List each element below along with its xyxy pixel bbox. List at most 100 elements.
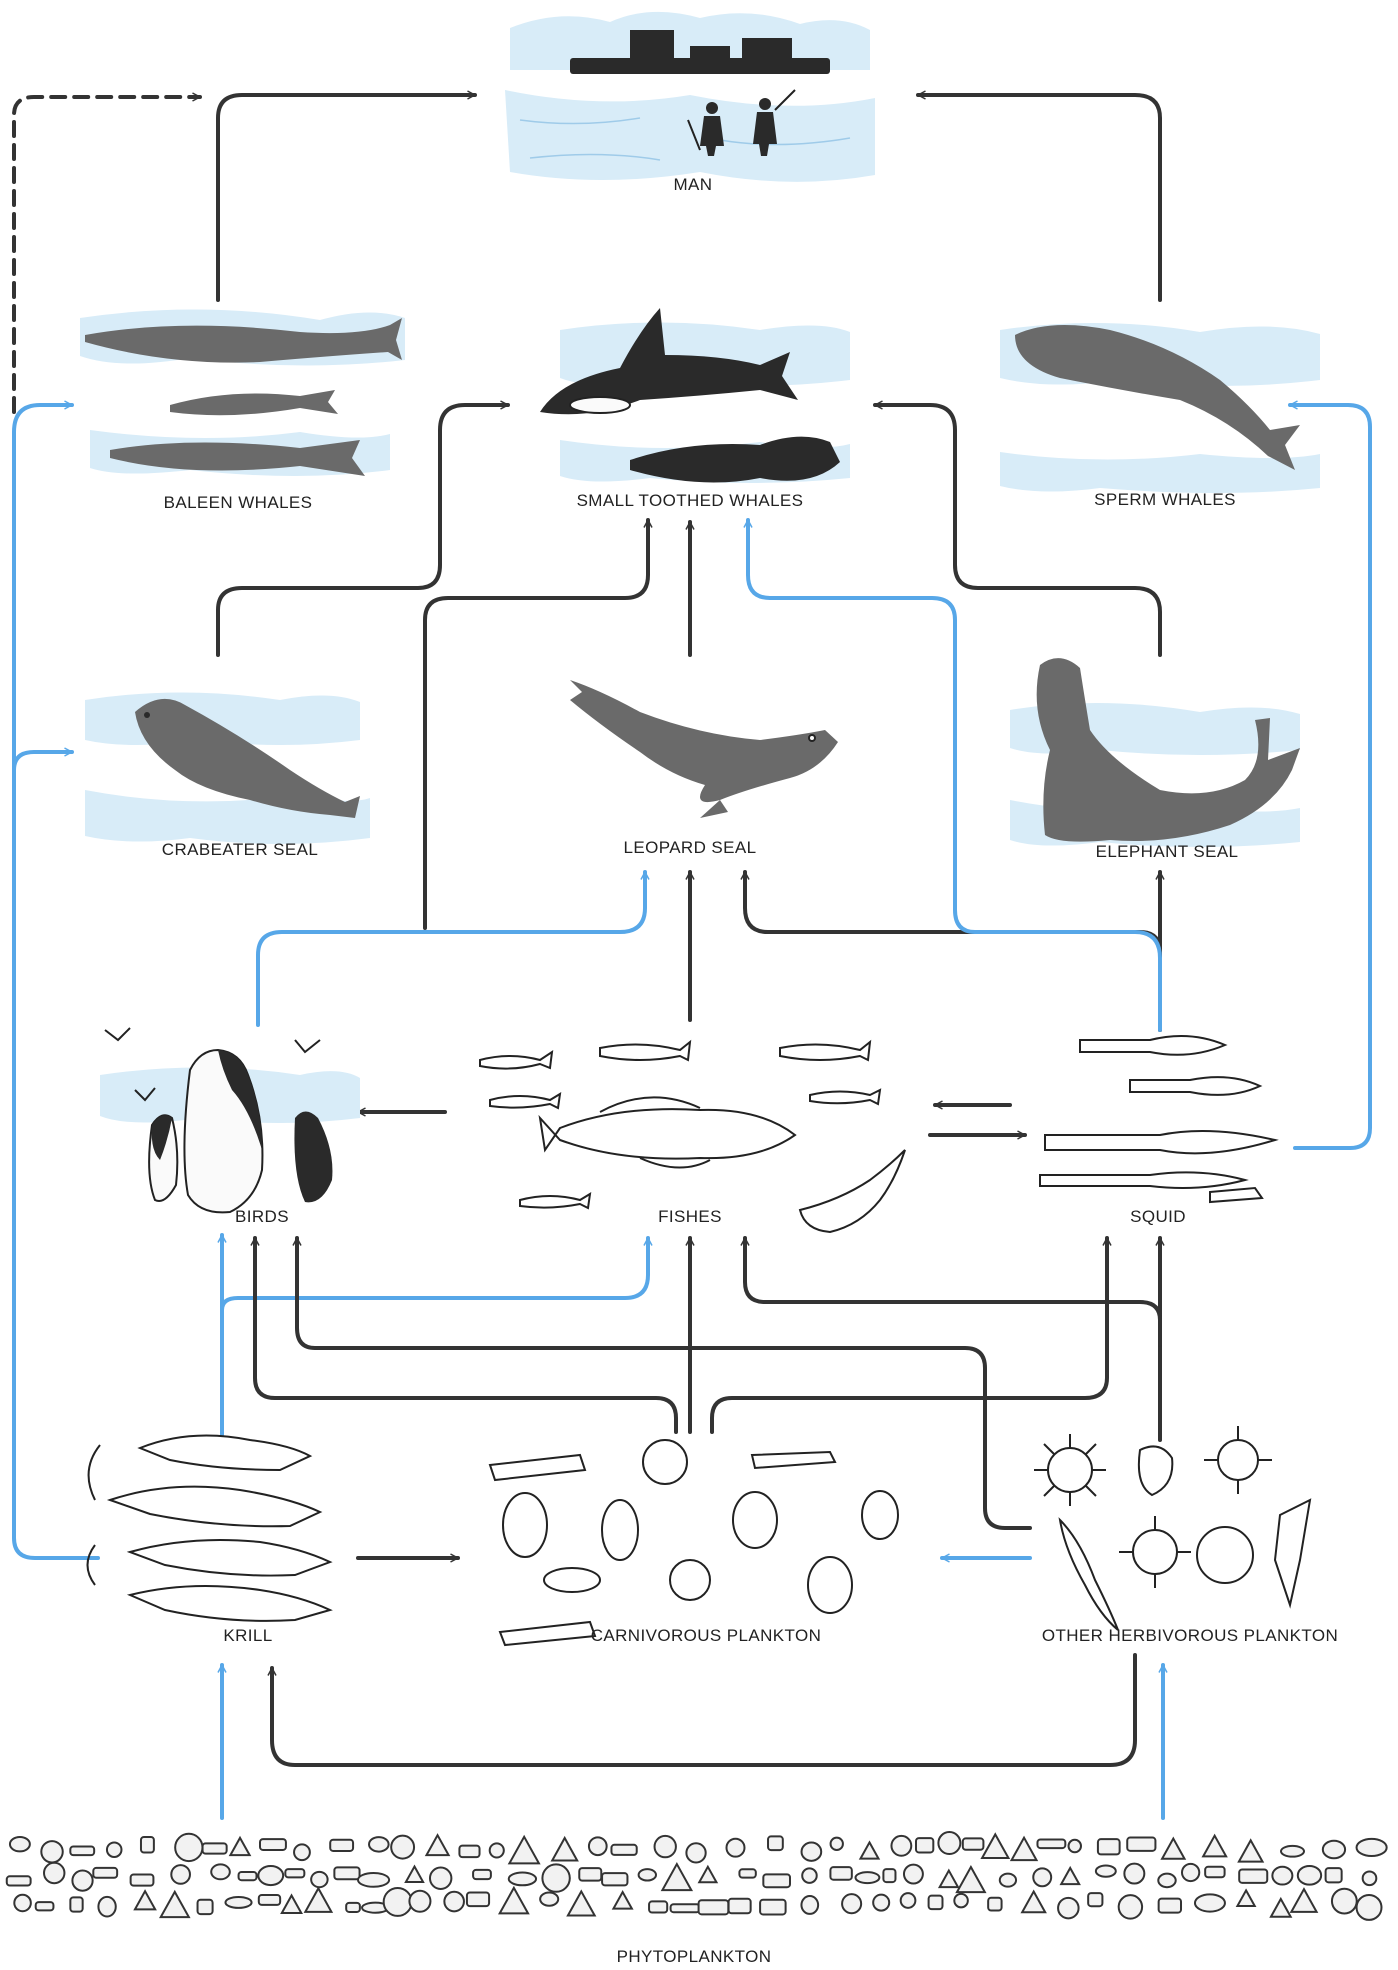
phytoplankton-cell — [346, 1903, 360, 1912]
phytoplankton-cell — [1332, 1889, 1357, 1914]
arrow-herbivorous-fishes — [745, 1238, 1160, 1345]
phytoplankton-cell — [1096, 1866, 1116, 1877]
phytoplankton-cell — [1037, 1839, 1065, 1848]
phytoplankton-cell — [334, 1867, 359, 1879]
phytoplankton-cell — [1326, 1868, 1342, 1882]
phytoplankton-cell — [285, 1869, 304, 1877]
phytoplankton-cell — [1127, 1838, 1155, 1851]
phytoplankton-cell — [830, 1867, 851, 1880]
crabeater-seal-illustration — [85, 693, 370, 845]
phytoplankton-cell — [1271, 1899, 1291, 1917]
squid-illustration — [1040, 1036, 1275, 1202]
arrow-herbivorous-krill — [272, 1655, 1135, 1765]
arrow-squid-leopard — [745, 872, 1160, 1030]
phytoplankton-cell — [662, 1864, 691, 1890]
phytoplankton-cell — [1000, 1874, 1016, 1887]
phytoplankton-cell — [860, 1842, 878, 1858]
phytoplankton-cell — [655, 1836, 676, 1857]
phytoplankton-cell — [763, 1874, 790, 1887]
label-squid: SQUID — [1130, 1207, 1186, 1226]
phytoplankton-cell — [467, 1892, 489, 1906]
phytoplankton-cell — [552, 1838, 577, 1860]
phytoplankton-cell — [426, 1835, 448, 1855]
phytoplankton-cell — [579, 1868, 601, 1881]
phytoplankton-cell — [14, 1895, 31, 1912]
phytoplankton-cell — [36, 1902, 54, 1910]
phytoplankton-cell — [988, 1898, 1001, 1911]
phytoplankton-cell — [540, 1893, 558, 1906]
arrow-carnivorous-squid — [712, 1238, 1107, 1432]
phytoplankton-cell — [1239, 1840, 1263, 1861]
phytoplankton-cell — [954, 1894, 968, 1908]
phytoplankton-cell — [239, 1872, 257, 1880]
phytoplankton-cell — [699, 1867, 716, 1882]
elephant-seal-illustration — [1010, 658, 1300, 847]
phytoplankton-cell — [611, 1845, 636, 1855]
phytoplankton-cell — [957, 1867, 985, 1892]
herbivorous-plankton-illustration — [1034, 1426, 1310, 1630]
label-small-toothed-whales: SMALL TOOTHED WHALES — [577, 491, 804, 510]
label-birds: BIRDS — [235, 1207, 289, 1226]
phytoplankton-cell — [141, 1837, 154, 1853]
arrow-baleen-man — [218, 95, 475, 300]
phytoplankton-cell — [1098, 1839, 1120, 1854]
phytoplankton-cell — [1298, 1866, 1321, 1885]
phytoplankton-cell — [230, 1838, 249, 1855]
phytoplankton-illustration — [7, 1832, 1387, 1920]
leopard-seal-illustration — [570, 680, 838, 818]
phytoplankton-cell — [70, 1897, 82, 1911]
phytoplankton-cell — [70, 1847, 94, 1856]
phytoplankton-cell — [198, 1900, 213, 1914]
label-other-herbivorous-plankton: OTHER HERBIVOROUS PLANKTON — [1042, 1626, 1338, 1645]
phytoplankton-cell — [883, 1869, 895, 1882]
phytoplankton-cell — [107, 1842, 122, 1857]
phytoplankton-cell — [1291, 1889, 1316, 1912]
phytoplankton-cell — [802, 1868, 817, 1883]
phytoplankton-cell — [904, 1865, 923, 1884]
phytoplankton-cell — [430, 1868, 451, 1889]
phytoplankton-cell — [135, 1891, 155, 1909]
phytoplankton-cell — [1357, 1895, 1382, 1920]
phytoplankton-cell — [1195, 1894, 1225, 1911]
arrow-sperm-man — [918, 95, 1160, 300]
phytoplankton-cell — [7, 1876, 31, 1885]
phytoplankton-cell — [639, 1869, 656, 1880]
phytoplankton-cell — [1061, 1868, 1079, 1884]
phytoplankton-cell — [211, 1864, 230, 1879]
phytoplankton-cell — [1119, 1895, 1142, 1918]
label-elephant-seal: ELEPHANT SEAL — [1096, 842, 1239, 861]
phytoplankton-cell — [72, 1870, 92, 1890]
arrow-krill-crabeater — [14, 752, 72, 770]
phytoplankton-cell — [1205, 1867, 1224, 1877]
phytoplankton-cell — [131, 1874, 154, 1885]
phytoplankton-cell — [409, 1891, 430, 1912]
phytoplankton-cell — [671, 1904, 700, 1912]
phytoplankton-cell — [542, 1864, 569, 1891]
phytoplankton-cell — [1158, 1874, 1175, 1888]
label-fishes: FISHES — [658, 1207, 722, 1226]
arrow-krill-fishes — [222, 1238, 648, 1310]
phytoplankton-cell — [44, 1863, 64, 1883]
small-toothed-whales-illustration — [540, 308, 850, 483]
phytoplankton-cell — [938, 1832, 960, 1854]
phytoplankton-cell — [330, 1840, 353, 1851]
phytoplankton-cell — [1012, 1838, 1037, 1860]
phytoplankton-cell — [589, 1837, 607, 1855]
arrow-krill-man — [14, 97, 200, 412]
phytoplankton-cell — [305, 1888, 331, 1912]
phytoplankton-cell — [1272, 1867, 1292, 1885]
phytoplankton-cell — [259, 1895, 280, 1905]
phytoplankton-cell — [1033, 1868, 1051, 1886]
phytoplankton-cell — [768, 1836, 783, 1850]
birds-illustration — [100, 1028, 360, 1212]
phytoplankton-cell — [225, 1897, 251, 1908]
phytoplankton-cell — [1058, 1898, 1078, 1918]
phytoplankton-cell — [802, 1843, 822, 1861]
label-phytoplankton: PHYTOPLANKTON — [617, 1947, 772, 1966]
phytoplankton-cell — [613, 1892, 631, 1909]
phytoplankton-cell — [649, 1901, 667, 1912]
phytoplankton-cell — [509, 1837, 539, 1864]
label-carnivorous-plankton: CARNIVOROUS PLANKTON — [591, 1626, 822, 1645]
phytoplankton-cell — [369, 1837, 389, 1852]
